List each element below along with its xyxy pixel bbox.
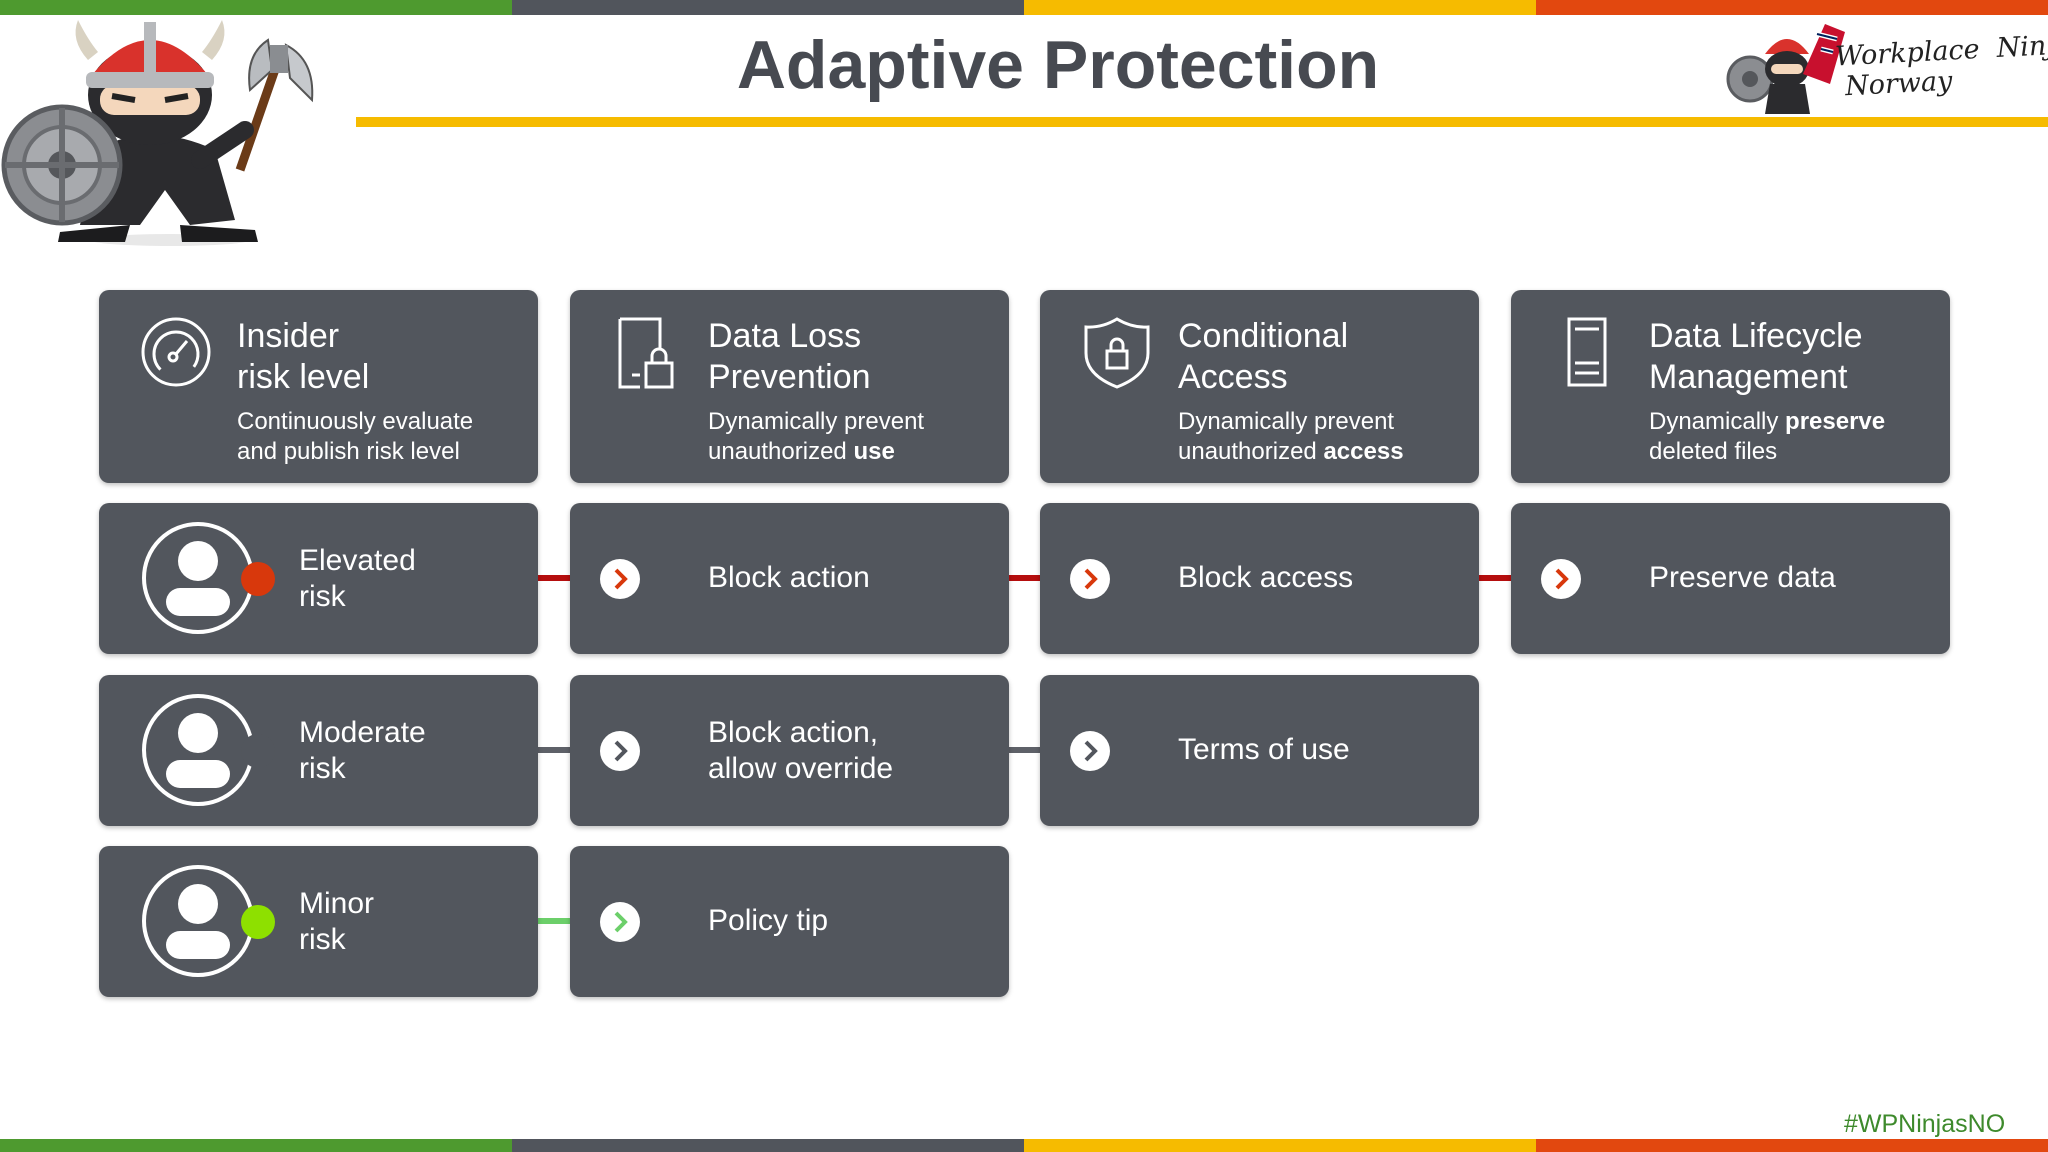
viking-ninja-mascot bbox=[1, 20, 314, 246]
stripe-green bbox=[0, 0, 512, 15]
action-label: Terms of use bbox=[1178, 733, 1350, 766]
chevron-right-icon bbox=[1541, 559, 1581, 599]
connector-moderate bbox=[1008, 747, 1048, 753]
stripe-dark bbox=[512, 1139, 1024, 1152]
user-avatar-icon bbox=[142, 694, 254, 806]
stripe-dark bbox=[512, 0, 1024, 15]
bottom-color-stripe bbox=[0, 1139, 2048, 1152]
action-label: Preserve data bbox=[1649, 561, 1836, 594]
workplace-ninjas-norway-logo bbox=[1726, 24, 1845, 114]
shield-lock-icon bbox=[1084, 317, 1150, 389]
connector-minor bbox=[465, 918, 621, 924]
page-title: Adaptive Protection bbox=[736, 27, 1380, 103]
document-lock-icon bbox=[618, 317, 674, 389]
connector-elevated bbox=[465, 575, 621, 581]
risk-indicator-dot bbox=[241, 734, 275, 768]
stripe-yellow bbox=[1024, 1139, 1536, 1152]
top-color-stripe bbox=[0, 0, 2048, 15]
chevron-right-icon bbox=[600, 731, 640, 771]
risk-indicator-dot bbox=[241, 905, 275, 939]
connector-elevated bbox=[1406, 575, 1562, 581]
stripe-orange bbox=[1536, 0, 2048, 15]
action-card: Block action,allow override bbox=[570, 675, 1009, 826]
action-card: Block action bbox=[570, 503, 1009, 654]
action-card: Preserve data bbox=[1511, 503, 1950, 654]
footer-hashtag: #WPNinjasNO bbox=[1844, 1110, 2006, 1138]
stripe-green bbox=[0, 1139, 512, 1152]
column-description: Dynamically prevent unauthorized access bbox=[1178, 408, 1404, 465]
chevron-right-icon bbox=[600, 902, 640, 942]
action-label: Block action,allow override bbox=[708, 716, 894, 785]
action-card: Terms of use bbox=[1040, 675, 1479, 826]
stripe-orange bbox=[1536, 1139, 2048, 1152]
column-description: Dynamically prevent unauthorized use bbox=[708, 408, 925, 465]
document-lines-icon bbox=[1567, 317, 1607, 387]
title-underline bbox=[356, 117, 2048, 127]
chevron-right-icon bbox=[600, 559, 640, 599]
chevron-right-icon bbox=[1070, 559, 1110, 599]
user-avatar-icon bbox=[142, 522, 254, 634]
action-label: Policy tip bbox=[708, 904, 829, 937]
action-card: Policy tip bbox=[570, 846, 1009, 997]
chevron-right-icon bbox=[1070, 731, 1110, 771]
gauge-icon bbox=[141, 317, 211, 387]
connector-elevated bbox=[935, 575, 1091, 581]
stripe-yellow bbox=[1024, 0, 1536, 15]
column-description: Dynamically preserve deleted files bbox=[1649, 408, 1886, 465]
risk-indicator-dot bbox=[241, 562, 275, 596]
action-label: Block access bbox=[1178, 561, 1354, 594]
action-card: Block access bbox=[1040, 503, 1479, 654]
user-avatar-icon bbox=[142, 865, 254, 977]
brand-logo-text: Workplace Ninjas Norway bbox=[1834, 28, 2048, 103]
action-label: Block action bbox=[708, 561, 870, 594]
connector-moderate bbox=[538, 747, 578, 753]
